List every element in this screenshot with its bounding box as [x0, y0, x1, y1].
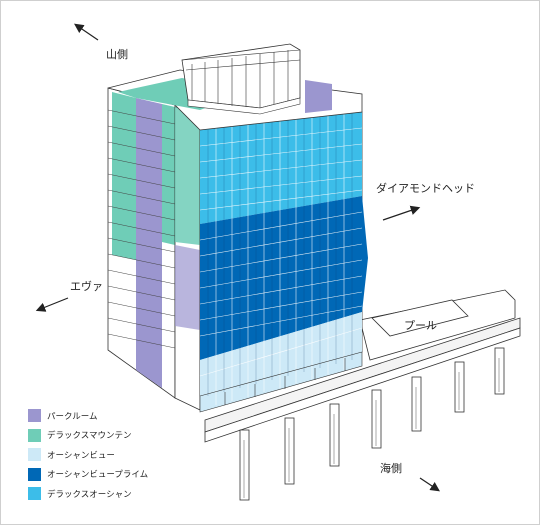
legend-label: デラックスオーシャン [47, 489, 132, 500]
legend-label: デラックスマウンテン [47, 431, 132, 442]
mountain-side-label: 山側 [106, 48, 128, 61]
diamond-head-label: ダイアモンドヘッド [376, 181, 475, 195]
main-facade [199, 111, 368, 413]
legend-item-ocean-view: オーシャンビュー [28, 445, 148, 465]
legend-swatch [28, 409, 41, 423]
ewa-arrow [35, 297, 69, 312]
legend-swatch [28, 448, 41, 462]
legend-label: パークルーム [47, 411, 98, 422]
legend-swatch [28, 428, 41, 442]
pool-deck [204, 289, 521, 501]
pool-label: プール [404, 319, 437, 332]
legend-swatch [28, 487, 41, 501]
direction-arrows [35, 23, 440, 492]
legend-item-deluxe-ocean: デラックスオーシャン [28, 484, 148, 504]
diamond-head-arrow [382, 205, 421, 221]
pool-outline [371, 299, 469, 337]
ocean-arrow [419, 477, 440, 492]
roof [107, 43, 363, 131]
legend-item-deluxe-mountain: デラックスマウンテン [28, 426, 148, 446]
connecting-wing [174, 106, 201, 411]
mountain-arrow [74, 23, 99, 41]
ocean-side-label: 海側 [380, 461, 402, 475]
legend: パークルーム デラックスマウンテン オーシャンビュー オーシャンビュープライム … [28, 406, 148, 504]
legend-item-ocean-view-prime: オーシャンビュープライム [28, 465, 148, 485]
legend-swatch [28, 467, 41, 481]
west-facade [107, 87, 176, 399]
ewa-label: エヴァ [70, 279, 103, 293]
legend-label: オーシャンビュー [47, 450, 115, 461]
legend-item-park-room: パークルーム [28, 406, 148, 426]
legend-label: オーシャンビュープライム [47, 470, 149, 481]
